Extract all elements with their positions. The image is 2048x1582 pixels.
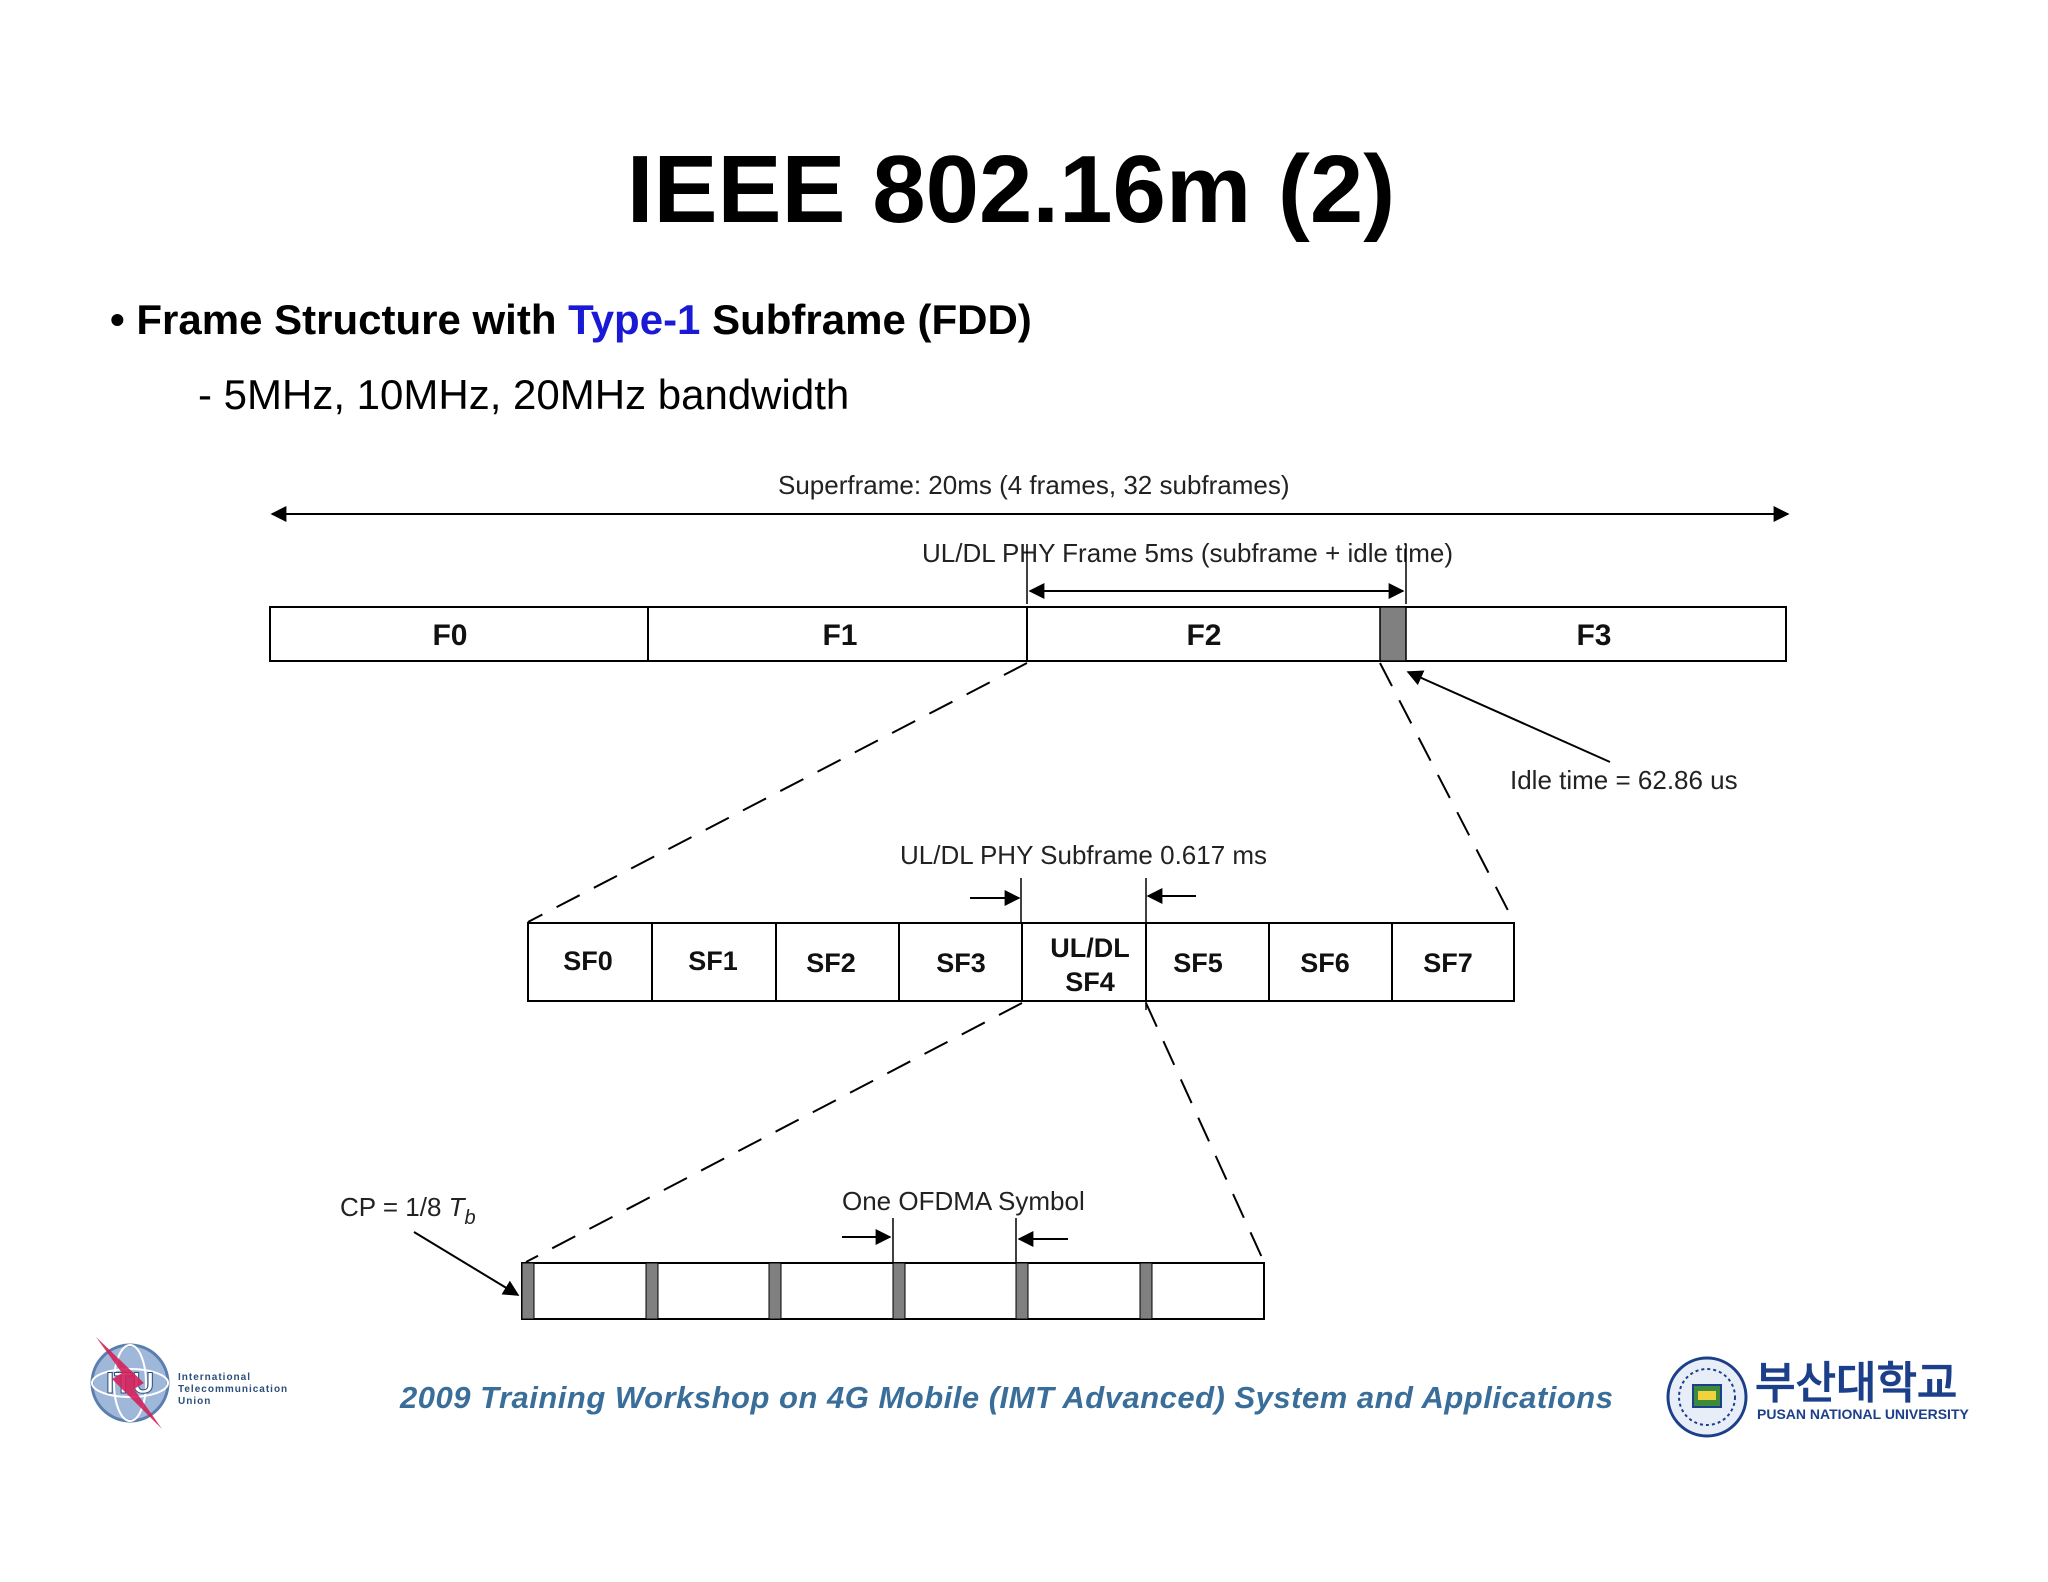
cp-label: CP = 1/8 Tb xyxy=(340,1192,476,1229)
cp-label-text: CP = 1/8 xyxy=(340,1192,449,1222)
idle-time-label: Idle time = 62.86 us xyxy=(1510,765,1738,795)
zoom-line xyxy=(527,662,1028,923)
superframe-label: Superframe: 20ms (4 frames, 32 subframes… xyxy=(778,470,1290,500)
cp-pointer xyxy=(413,1231,520,1296)
subframe-cell-sf2: SF2 xyxy=(806,948,856,978)
frame-cell-f3: F3 xyxy=(1576,619,1611,652)
itu-name-line: Union xyxy=(178,1396,212,1407)
idle-time-pointer xyxy=(1406,670,1611,763)
frame-label: UL/DL PHY Frame 5ms (subframe + idle tim… xyxy=(922,538,1453,568)
idle-time-block xyxy=(1379,606,1407,662)
pnu-seal-icon xyxy=(1666,1356,1748,1438)
subframe-cell-sf0: SF0 xyxy=(563,946,613,976)
cyclic-prefix-block xyxy=(521,1262,535,1320)
bullet-prefix: Frame Structure with xyxy=(136,296,569,343)
zoom-line xyxy=(1145,1002,1265,1263)
zoom-line xyxy=(525,1002,1023,1263)
itu-name-line: International xyxy=(178,1372,252,1383)
frame-cell-f0: F0 xyxy=(432,619,467,652)
subframe-cell-sf5: SF5 xyxy=(1173,948,1223,978)
cyclic-prefix-block xyxy=(645,1262,659,1320)
subframe-cell-sf4-top: UL/DL xyxy=(1050,933,1129,963)
cp-symbol: T xyxy=(449,1192,467,1222)
symbol-label: One OFDMA Symbol xyxy=(842,1186,1085,1216)
cp-subscript: b xyxy=(465,1207,476,1229)
subframe-label: UL/DL PHY Subframe 0.617 ms xyxy=(900,840,1267,870)
subframe-cell-sf1: SF1 xyxy=(688,946,738,976)
bullet-marker: • xyxy=(110,296,125,343)
subframe-cell-sf4-bottom: SF4 xyxy=(1065,967,1115,997)
zoom-line xyxy=(1379,662,1515,923)
slide-title: IEEE 802.16m (2) xyxy=(626,136,1396,243)
cyclic-prefix-block xyxy=(768,1262,782,1320)
subframe-cell-sf7: SF7 xyxy=(1423,948,1473,978)
itu-name-line: Telecommunication xyxy=(178,1384,289,1395)
bullet-accent: Type-1 xyxy=(568,296,701,343)
itu-logo: ITU xyxy=(90,1337,170,1429)
cyclic-prefix-block xyxy=(892,1262,906,1320)
bullet-suffix: Subframe (FDD) xyxy=(700,296,1032,343)
subframe-cell-sf3: SF3 xyxy=(936,948,986,978)
frame-cell-f1: F1 xyxy=(822,619,857,652)
pnu-name-korean: 부산대학교 xyxy=(1755,1358,1958,1409)
pnu-name-english: PUSAN NATIONAL UNIVERSITY xyxy=(1757,1406,1969,1422)
frame-cell-f2: F2 xyxy=(1186,619,1221,652)
cyclic-prefix-block xyxy=(1139,1262,1153,1320)
subframe-cell-sf6: SF6 xyxy=(1300,948,1350,978)
bullet-heading: • Frame Structure with Type-1 Subframe (… xyxy=(110,295,1032,345)
itu-name: International Telecommunication Union xyxy=(178,1372,288,1408)
footer-workshop-title: 2009 Training Workshop on 4G Mobile (IMT… xyxy=(400,1380,1614,1415)
sub-bullet: - 5MHz, 10MHz, 20MHz bandwidth xyxy=(198,371,850,418)
cyclic-prefix-block xyxy=(1015,1262,1029,1320)
frame-structure-diagram: Superframe: 20ms (4 frames, 32 subframes… xyxy=(269,470,1790,1320)
